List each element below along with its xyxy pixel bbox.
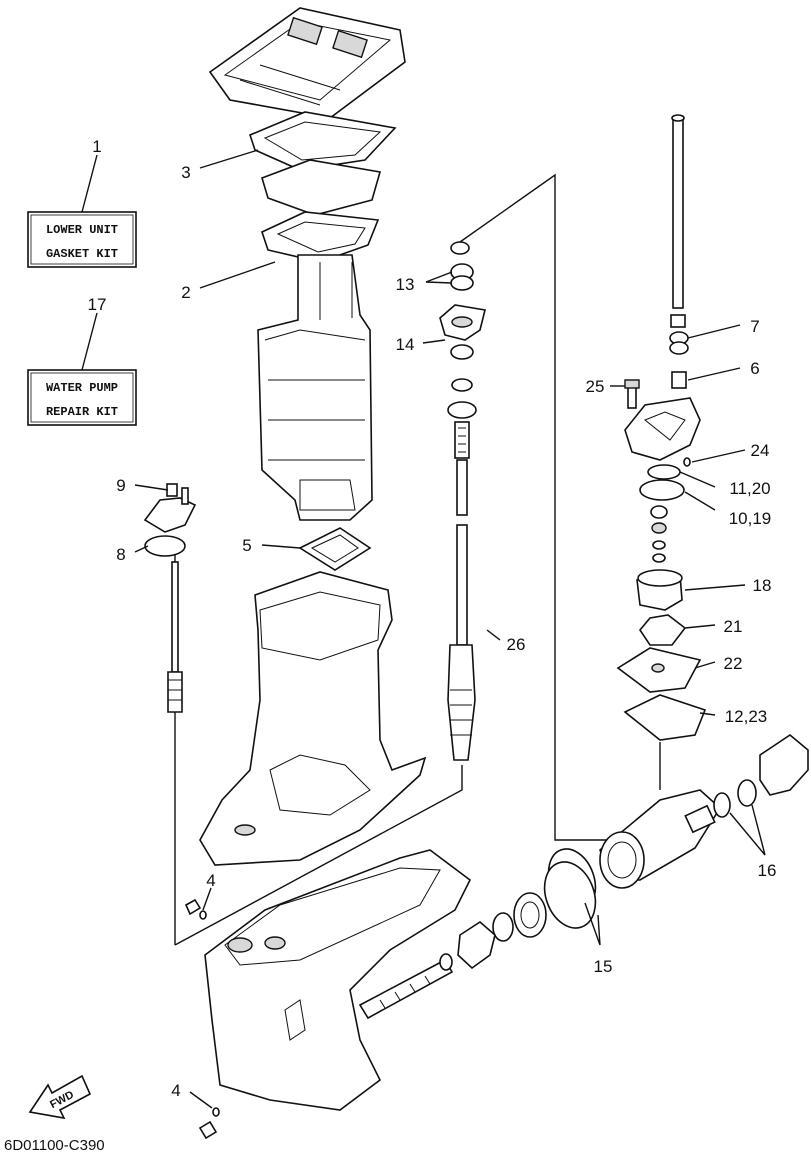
callout-22: 22 [724,654,743,673]
callout-25: 25 [586,377,605,396]
callout-10-19: 10,19 [729,509,772,528]
callout-21: 21 [724,617,743,636]
callout-16: 16 [758,861,777,880]
callout-18: 18 [753,576,772,595]
callout-14: 14 [396,335,415,354]
callout-1: 1 [92,137,101,156]
callout-6: 6 [750,359,759,378]
upper-casing-assembly [199,7,427,866]
callout-11-20: 11,20 [729,479,770,498]
water-pump-kit-line1: WATER PUMP [46,381,118,395]
callout-4-upper: 4 [206,871,215,890]
callout-8: 8 [116,545,125,564]
callout-13: 13 [396,275,415,294]
callout-9: 9 [116,476,125,495]
lower-unit-gasket-kit-box: LOWER UNIT GASKET KIT [27,211,137,268]
callout-17: 17 [88,295,107,314]
callout-7: 7 [750,317,759,336]
propeller-shaft-assembly [439,734,809,971]
callout-2: 2 [181,283,190,302]
callout-24: 24 [751,441,770,460]
callout-12-23: 12,23 [725,707,768,726]
water-pump-assembly [616,114,707,790]
leader-lines [81,149,766,1109]
driveshaft-assembly [174,173,610,946]
water-pump-kit-line2: REPAIR KIT [46,405,118,419]
small-parts-left [143,483,220,1140]
diagram-code: 6D01100-C390 [4,1137,105,1154]
callout-15: 15 [594,957,613,976]
gear-case-assembly [204,849,472,1111]
callout-labels: 1 17 3 2 5 9 8 4 4 13 14 26 7 6 25 24 11… [88,137,777,1100]
callout-3: 3 [181,163,190,182]
water-pump-repair-kit-box: WATER PUMP REPAIR KIT [27,369,137,426]
forward-direction-arrow: FWD [28,1074,92,1120]
lower-unit-kit-line1: LOWER UNIT [46,223,118,237]
callout-4-lower: 4 [171,1081,180,1100]
callout-5: 5 [242,536,251,555]
lower-unit-kit-line2: GASKET KIT [46,247,118,261]
callout-26: 26 [507,635,526,654]
